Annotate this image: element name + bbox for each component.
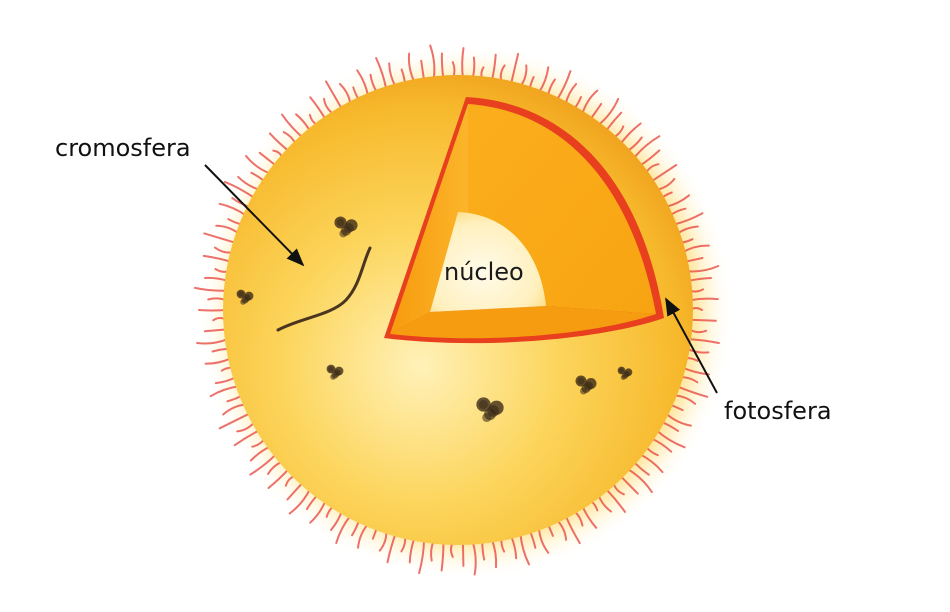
- sunspot-blot: [482, 412, 492, 423]
- sunspot-blot: [333, 369, 341, 377]
- sunspot-blot: [236, 289, 246, 299]
- chromosphere-pointer-arrow-icon: [204, 164, 305, 267]
- flare-wisp: [198, 309, 227, 312]
- sunspot-blot: [476, 397, 491, 412]
- sunspot-blot: [343, 223, 354, 233]
- sunspot-blot: [623, 370, 630, 378]
- sunspot-blot: [584, 381, 593, 391]
- sunspot-blot: [580, 387, 587, 395]
- sunspot-blot: [487, 405, 500, 417]
- flare-wisp: [461, 540, 465, 567]
- sunspot-blot: [240, 299, 246, 305]
- chromosphere-label: cromosfera: [55, 134, 191, 162]
- sunspot-blot: [339, 229, 348, 238]
- sunspot-blot: [243, 294, 251, 302]
- core-label: núcleo: [444, 258, 524, 286]
- sunspot-blot: [620, 375, 626, 380]
- sunspot-blot: [617, 366, 626, 375]
- sunspot-blot: [330, 374, 336, 380]
- photosphere-pointer-arrow-icon: [665, 297, 718, 394]
- core-region: [430, 212, 546, 312]
- sunspot-blot: [575, 375, 587, 387]
- sunspot-blot: [334, 216, 347, 229]
- flare-wisp: [688, 318, 717, 322]
- surface-crack: [276, 246, 372, 332]
- photosphere-label: fotosfera: [724, 397, 832, 425]
- sunspot-icon: [236, 216, 633, 423]
- sunspot-blot: [326, 364, 336, 374]
- cutaway-section: [384, 97, 664, 344]
